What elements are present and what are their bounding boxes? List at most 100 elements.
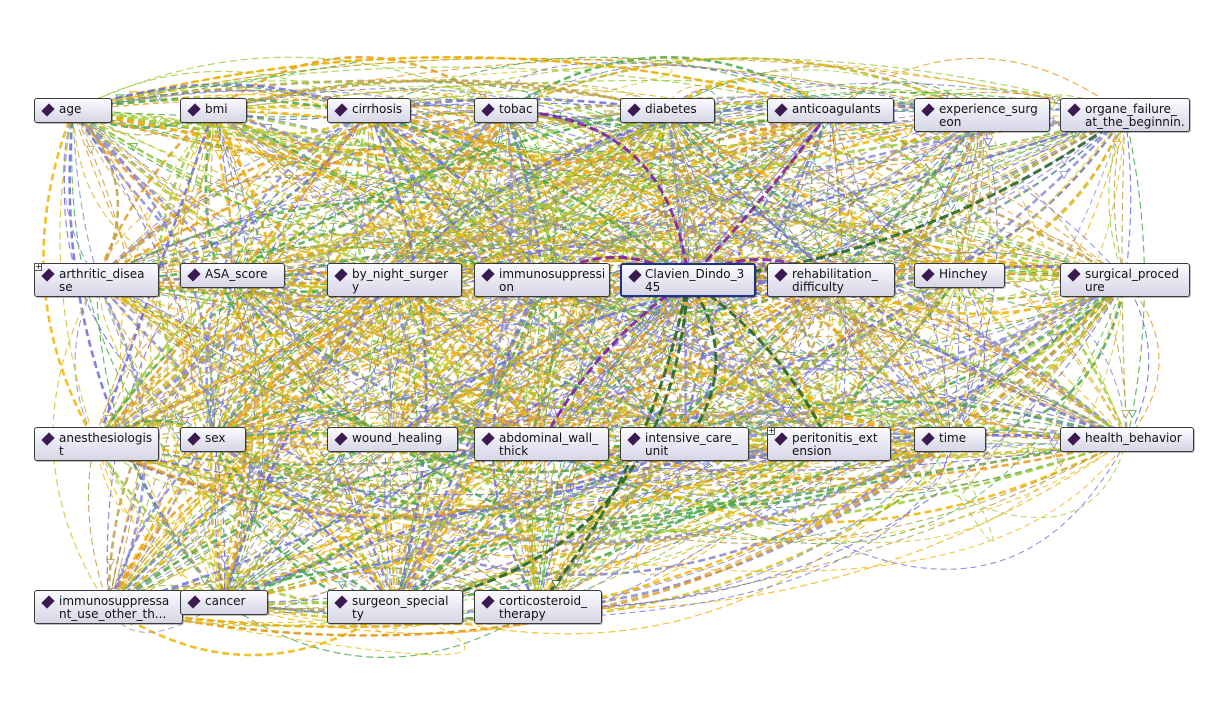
expand-node-icon[interactable]: +	[767, 426, 775, 435]
graph-edge	[74, 279, 97, 445]
edge-arrow	[774, 130, 784, 139]
graph-edge	[212, 110, 674, 518]
graph-node-anticoagulants[interactable]: anticoagulants	[767, 98, 894, 123]
graph-node-time[interactable]: time	[914, 427, 986, 452]
graph-edge	[72, 110, 831, 234]
class-diamond-icon	[187, 103, 201, 117]
graph-edge	[223, 96, 539, 603]
graph-node-health-behavior[interactable]: health_behavior	[1060, 427, 1194, 452]
graph-edge	[392, 114, 983, 441]
graph-edge	[96, 178, 1126, 445]
graph-node-label: tobacco	[499, 103, 532, 116]
graph-node-arthritic-disease[interactable]: arthritic_disea se+	[34, 263, 159, 297]
edge-arrow	[105, 559, 116, 568]
graph-edge	[96, 279, 542, 445]
graph-edge	[96, 238, 832, 282]
graph-node-intensive-care-unit[interactable]: intensive_care_ unit	[620, 427, 749, 461]
graph-edge	[505, 110, 1126, 458]
graph-edge	[232, 239, 1126, 281]
graph-node-age[interactable]: age	[34, 98, 112, 123]
graph-edge	[212, 174, 543, 440]
graph-edge	[537, 196, 689, 608]
class-diamond-icon	[481, 595, 495, 609]
expand-node-icon[interactable]: +	[34, 262, 42, 271]
graph-edge	[107, 109, 279, 609]
graph-node-sex[interactable]: sex	[180, 427, 246, 452]
class-diamond-icon	[481, 268, 495, 282]
graph-edge	[211, 109, 507, 441]
graph-edge	[96, 182, 960, 445]
graph-edge	[96, 151, 689, 281]
graph-edge	[108, 439, 393, 633]
graph-edge	[72, 97, 689, 281]
graph-node-cirrhosis[interactable]: cirrhosis	[327, 98, 411, 123]
graph-edge	[72, 80, 507, 112]
graph-node-label: Hinchey	[939, 268, 988, 281]
graph-node-diabetes[interactable]: diabetes	[620, 98, 715, 123]
graph-edge	[211, 438, 396, 609]
graph-edge	[171, 226, 214, 440]
graph-edge	[96, 279, 395, 445]
edge-arrow	[1036, 145, 1046, 154]
graph-edge	[541, 178, 558, 445]
graph-edge	[108, 220, 1126, 608]
graph-edge	[107, 442, 542, 609]
graph-edge	[213, 109, 685, 445]
edge-arrow	[245, 410, 255, 419]
graph-edge	[393, 279, 540, 608]
graph-edge	[684, 114, 984, 446]
edge-arrow	[877, 407, 888, 416]
graph-edge	[537, 110, 832, 608]
graph-edge	[394, 114, 983, 608]
graph-edge	[958, 114, 984, 276]
graph-edge	[72, 110, 396, 608]
graph-node-asa-score[interactable]: ASA_score	[180, 263, 285, 288]
graph-edge	[391, 438, 830, 530]
graph-edge	[541, 82, 739, 281]
graph-edge	[212, 110, 668, 441]
graph-edge	[684, 179, 1126, 440]
graph-edge	[96, 109, 831, 445]
graph-edge	[107, 110, 215, 608]
graph-edge	[391, 278, 832, 441]
graph-node-label: surgical_proced ure	[1085, 268, 1180, 294]
graph-edge	[944, 275, 961, 440]
class-diamond-icon	[41, 103, 55, 117]
graph-node-label: by_night_surger y	[352, 268, 449, 294]
graph-edge	[949, 275, 985, 440]
graph-node-cancer[interactable]: cancer	[180, 590, 268, 615]
graph-edge	[223, 275, 971, 620]
graph-node-by-night-surgery[interactable]: by_night_surger y	[327, 263, 462, 297]
class-diamond-icon	[1067, 268, 1081, 282]
graph-node-hinchey[interactable]: Hinchey	[914, 263, 1005, 288]
graph-node-experience-surgeon[interactable]: experience_surg eon	[914, 98, 1050, 132]
graph-node-label: wound_healing	[352, 432, 443, 445]
graph-node-peritonitis-extension[interactable]: peritonitis_ext ension+	[767, 427, 891, 461]
graph-edge	[830, 57, 1126, 116]
graph-node-anesthesiologist[interactable]: anesthesiologis t	[34, 427, 159, 461]
graph-node-corticosteroid-therapy[interactable]: corticosteroid_ therapy	[474, 590, 602, 624]
edge-arrow	[539, 91, 549, 100]
graph-node-wound-healing[interactable]: wound_healing	[327, 427, 458, 452]
graph-edge	[108, 279, 689, 609]
graph-node-surgeon-speciality[interactable]: surgeon_special ty	[327, 590, 463, 624]
graph-node-immunosuppressant-use[interactable]: immunosuppressa nt_use_other_th...	[34, 590, 183, 624]
graph-node-clavien-dindo-345[interactable]: Clavien_Dindo_3 45	[620, 263, 756, 297]
graph-node-organe-failure[interactable]: organe_failure_ at_the_beginnin...	[1060, 98, 1190, 132]
graph-node-surgical-procedure[interactable]: surgical_proced ure	[1060, 263, 1190, 297]
graph-edge	[96, 176, 393, 440]
graph-node-bmi[interactable]: bmi	[180, 98, 247, 123]
graph-edge	[223, 110, 668, 603]
graph-edge	[687, 114, 1126, 453]
graph-edge	[540, 259, 1126, 445]
graph-node-label: rehabilitation_ difficulty	[792, 268, 878, 294]
class-diamond-icon	[774, 432, 788, 446]
graph-node-rehabilitation-difficulty[interactable]: rehabilitation_ difficulty	[767, 263, 895, 297]
graph-edge	[108, 262, 1128, 608]
graph-node-abdominal-wall-thick[interactable]: abdominal_wall_ thick	[474, 427, 609, 461]
class-diamond-icon	[774, 103, 788, 117]
graph-node-tobacco[interactable]: tobacco	[474, 98, 538, 123]
graph-node-immunosuppression[interactable]: immunosuppressi on	[474, 263, 610, 297]
graph-edge	[392, 114, 1126, 440]
